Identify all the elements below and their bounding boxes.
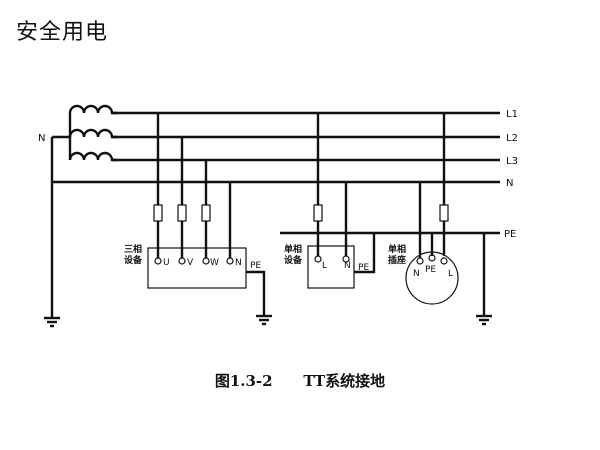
socket-name: 单相 bbox=[388, 243, 406, 255]
socket-outline bbox=[405, 251, 459, 305]
fuse bbox=[201, 204, 211, 222]
pe-earth bbox=[476, 233, 492, 326]
label-l1: L1 bbox=[506, 109, 518, 120]
single-phase-socket: 单相 插座 N PE L bbox=[388, 113, 459, 305]
single-phase-device-name: 单相 bbox=[284, 243, 302, 255]
single-phase-device: 单相 设备 L N PE bbox=[284, 113, 376, 289]
figure-title: TT系统接地 bbox=[303, 372, 386, 390]
socket-terminal-pe: PE bbox=[425, 265, 436, 275]
terminal-u: U bbox=[163, 258, 170, 268]
terminal-w: W bbox=[210, 258, 219, 268]
three-phase-pe-label: PE bbox=[250, 261, 261, 271]
label-pe: PE bbox=[504, 229, 516, 240]
single-phase-enclosure bbox=[307, 245, 355, 289]
single-phase-device-name-2: 设备 bbox=[284, 254, 303, 266]
source-neutral-earth bbox=[44, 135, 70, 328]
single-phase-pe-label: PE bbox=[358, 263, 369, 273]
three-phase-device-name-2: 设备 bbox=[124, 254, 143, 266]
transformer-coils bbox=[68, 104, 118, 162]
label-source-n: N bbox=[38, 133, 45, 144]
socket-name-2: 插座 bbox=[388, 254, 406, 266]
terminal-l: L bbox=[322, 261, 327, 271]
figure-number: 图1.3-2 bbox=[214, 372, 273, 390]
three-phase-device-name: 三相 bbox=[124, 243, 142, 255]
supply-lines bbox=[52, 111, 500, 235]
terminal-n: N bbox=[344, 261, 351, 271]
socket-terminal-n: N bbox=[413, 269, 420, 279]
terminal-n: N bbox=[235, 258, 242, 268]
terminal-v: V bbox=[187, 258, 194, 268]
three-phase-device: 三相 设备 U V W N PE bbox=[124, 113, 272, 326]
fuse bbox=[313, 204, 323, 222]
fuse bbox=[153, 204, 163, 222]
label-l2: L2 bbox=[506, 133, 518, 144]
socket-terminal-l: L bbox=[448, 269, 453, 279]
fuse bbox=[177, 204, 187, 222]
slide-title: 安全用电 bbox=[16, 20, 109, 45]
figure-caption: 图1.3-2 TT系统接地 bbox=[0, 370, 600, 391]
three-phase-enclosure bbox=[147, 247, 247, 289]
line-labels: L1 L2 L3 N PE N bbox=[38, 109, 518, 240]
label-l3: L3 bbox=[506, 156, 518, 167]
fuse bbox=[439, 204, 449, 222]
label-n: N bbox=[506, 178, 513, 189]
